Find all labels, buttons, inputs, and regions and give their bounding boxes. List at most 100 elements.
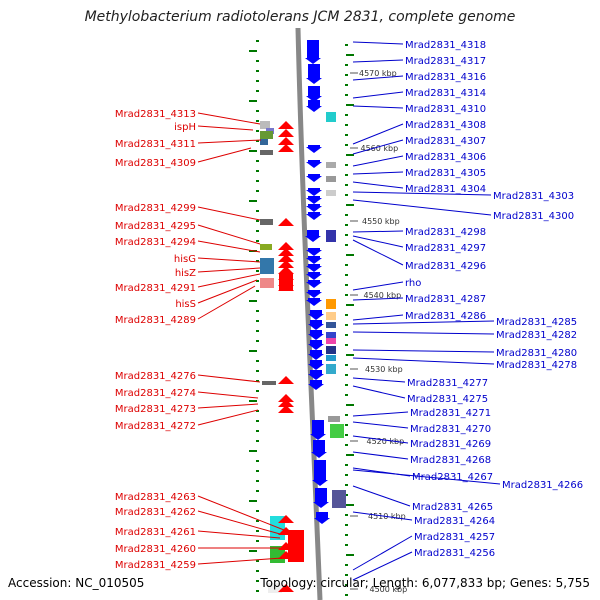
tick-mark-right — [345, 74, 348, 76]
right-gene-label: Mrad2831_4270 — [410, 424, 491, 435]
left-connector — [197, 112, 261, 125]
gene-arrow-reverse — [306, 198, 322, 204]
tick-mark-right — [345, 264, 348, 266]
tick-mark-right — [345, 474, 348, 476]
gene-block — [326, 230, 336, 242]
tick-mark-right — [345, 224, 348, 226]
gene-arrow-reverse — [308, 354, 324, 360]
gene-block — [308, 64, 320, 78]
tick-mark-left — [249, 300, 257, 302]
gene-block — [310, 330, 322, 334]
tick-mark-right — [345, 314, 348, 316]
left-connector — [197, 240, 261, 253]
tick-mark-left — [249, 400, 257, 402]
gene-arrow-reverse — [308, 344, 324, 350]
gene-block — [308, 100, 320, 106]
tick-mark-left — [249, 200, 257, 202]
right-connector — [352, 139, 404, 155]
tick-mark-left — [256, 130, 259, 132]
right-gene-label: Mrad2831_4308 — [405, 120, 486, 131]
right-gene-label: Mrad2831_4271 — [410, 408, 491, 419]
left-gene-label: Mrad2831_4274 — [115, 388, 196, 399]
right-gene-track — [305, 40, 346, 524]
tick-mark-left — [256, 120, 259, 122]
gene-arrow-forward — [278, 584, 294, 592]
tick-mark-right — [346, 504, 354, 506]
tick-mark-right — [345, 584, 348, 586]
left-label-connectors — [197, 112, 285, 565]
right-connector — [352, 41, 404, 45]
gene-block — [308, 174, 320, 176]
gene-block — [326, 299, 336, 309]
right-gene-label: Mrad2831_4268 — [410, 455, 491, 466]
tick-mark-left — [256, 360, 259, 362]
tick-mark-right — [345, 374, 348, 376]
gene-arrow-forward — [278, 260, 294, 268]
gene-arrow-reverse — [308, 374, 324, 380]
gene-block — [308, 272, 320, 274]
right-connector — [352, 485, 411, 507]
gene-arrow-reverse — [306, 250, 322, 256]
right-gene-label: Mrad2831_4300 — [493, 211, 574, 222]
gene-block — [268, 583, 282, 593]
right-connector — [352, 551, 413, 581]
tick-mark-left — [256, 140, 259, 142]
left-connector — [197, 374, 261, 383]
left-connector — [197, 285, 256, 320]
gene-block — [314, 460, 326, 480]
gene-arrow-reverse — [306, 266, 322, 272]
gene-arrow-reverse — [306, 147, 322, 153]
gene-arrow-reverse — [306, 214, 322, 220]
right-connector — [352, 171, 404, 175]
tick-mark-left — [256, 430, 259, 432]
tick-mark-left — [256, 220, 259, 222]
left-connector — [197, 510, 281, 535]
gene-arrow-forward — [278, 254, 294, 262]
tick-mark-right — [345, 124, 348, 126]
right-label-connectors — [352, 41, 501, 581]
left-connector — [197, 403, 259, 409]
tick-mark-right — [345, 574, 348, 576]
gene-block — [326, 364, 336, 374]
tick-mark-right — [346, 554, 354, 556]
tick-mark-left — [256, 60, 259, 62]
gene-block — [288, 530, 304, 562]
gene-arrow-forward — [278, 242, 294, 250]
gene-arrow-reverse — [311, 452, 327, 458]
left-gene-label: Mrad2831_4263 — [115, 492, 196, 503]
gene-block — [307, 40, 319, 58]
right-gene-label: Mrad2831_4282 — [496, 330, 577, 341]
left-gene-label: Mrad2831_4272 — [115, 421, 196, 432]
tick-mark-right — [345, 284, 348, 286]
right-gene-label: Mrad2831_4307 — [405, 136, 486, 147]
right-connector — [352, 451, 409, 460]
gene-arrow-reverse — [306, 206, 322, 212]
gene-block — [310, 320, 322, 324]
gene-block — [326, 162, 336, 168]
left-connector — [197, 147, 252, 163]
gene-arrow-reverse — [310, 434, 326, 440]
right-connector — [352, 349, 495, 353]
left-gene-label: Mrad2831_4311 — [115, 139, 196, 150]
tick-mark-left — [256, 230, 259, 232]
tick-mark-right — [345, 234, 348, 236]
tick-mark-right — [345, 44, 348, 46]
tick-mark-right — [346, 204, 354, 206]
gene-block — [330, 424, 344, 438]
right-connector — [352, 511, 413, 521]
right-connector — [352, 411, 409, 417]
gene-arrow-reverse — [306, 300, 322, 306]
right-gene-label: Mrad2831_4304 — [405, 184, 486, 195]
gene-arrow-reverse — [305, 236, 321, 242]
right-gene-label: Mrad2831_4306 — [405, 152, 486, 163]
map-title: Methylobacterium radiotolerans JCM 2831,… — [84, 9, 516, 25]
right-gene-label: Mrad2831_4298 — [405, 227, 486, 238]
gene-block — [326, 338, 336, 344]
gene-arrow-reverse — [313, 502, 329, 508]
left-gene-label: Mrad2831_4295 — [115, 221, 196, 232]
tick-mark-left — [256, 310, 259, 312]
tick-mark-right — [346, 254, 354, 256]
tick-track — [249, 40, 354, 596]
gene-arrow-reverse — [306, 162, 322, 168]
tick-mark-right — [346, 354, 354, 356]
